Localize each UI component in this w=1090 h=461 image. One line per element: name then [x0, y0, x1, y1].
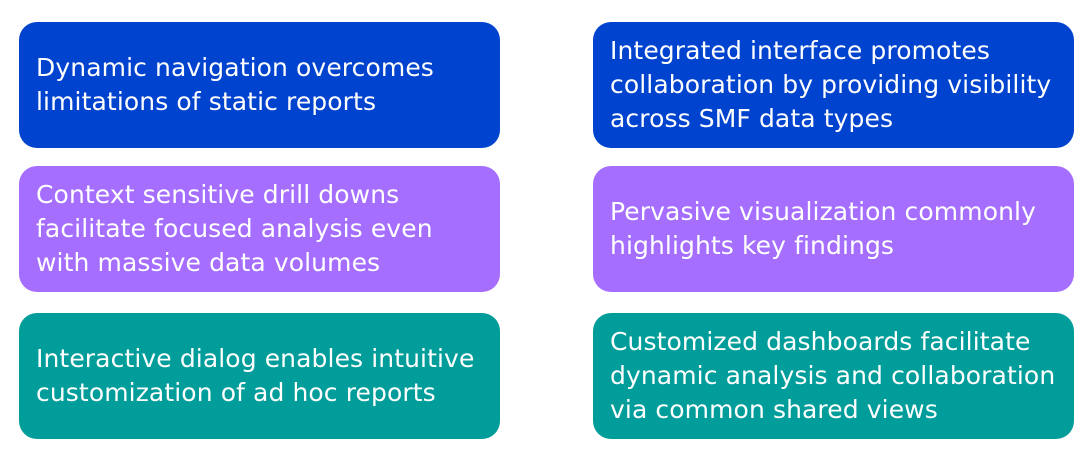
feature-card-text: Customized dashboards facilitate dynamic…	[610, 327, 1056, 424]
feature-card-integrated-interface: Integrated interface promotes collaborat…	[593, 22, 1074, 148]
feature-card-dynamic-navigation: Dynamic navigation overcomes limitations…	[19, 22, 500, 148]
feature-card-text: Dynamic navigation overcomes limitations…	[36, 53, 434, 116]
feature-card-customized-dashboards: Customized dashboards facilitate dynamic…	[593, 313, 1074, 439]
feature-card-text: Integrated interface promotes collaborat…	[610, 36, 1052, 133]
feature-card-text: Context sensitive drill downs facilitate…	[36, 180, 433, 277]
feature-card-pervasive-visualization: Pervasive visualization commonly highlig…	[593, 166, 1074, 292]
feature-card-text: Pervasive visualization commonly highlig…	[610, 197, 1036, 260]
feature-card-interactive-dialog: Interactive dialog enables intuitive cus…	[19, 313, 500, 439]
feature-card-text: Interactive dialog enables intuitive cus…	[36, 344, 475, 407]
feature-card-context-drill-downs: Context sensitive drill downs facilitate…	[19, 166, 500, 292]
